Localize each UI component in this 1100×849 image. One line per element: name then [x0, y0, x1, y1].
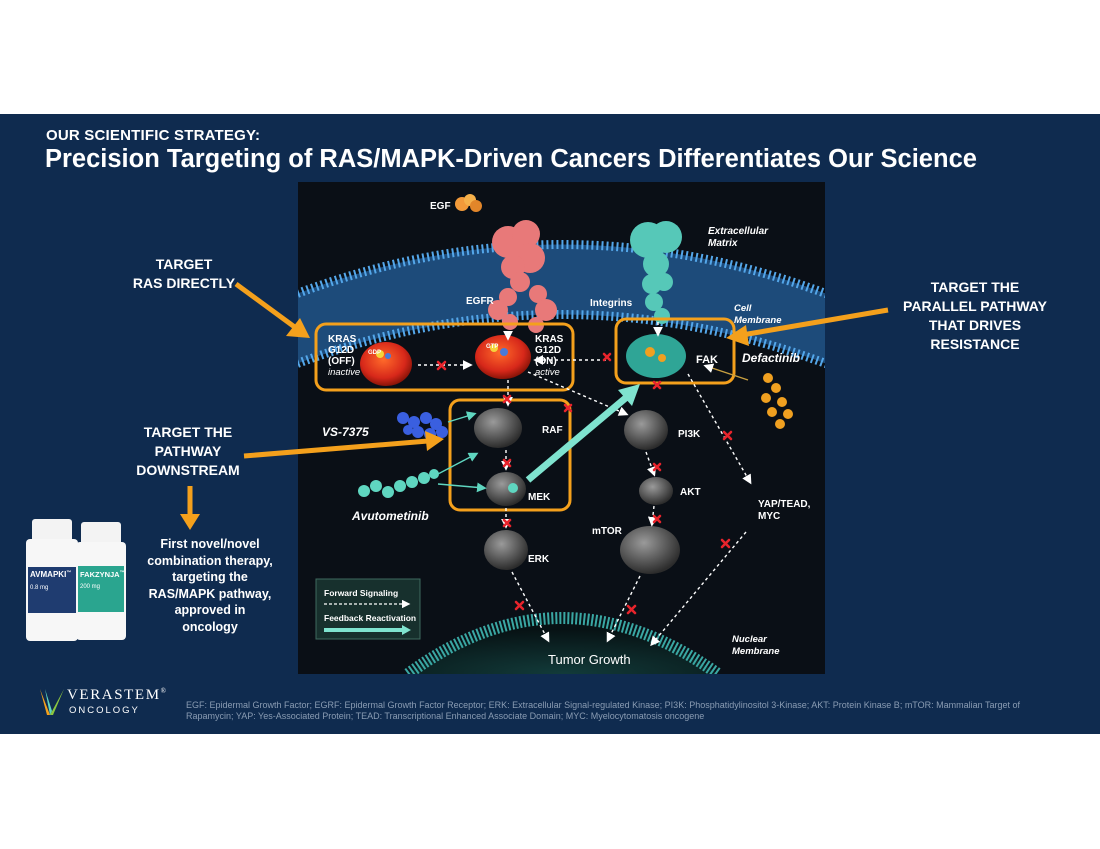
vs7375-molecule — [397, 412, 448, 440]
callout-downstream-line3: DOWNSTREAM — [136, 462, 240, 478]
yap-label-line2: MYC — [758, 511, 780, 522]
legend-forward-label: Forward Signaling — [324, 588, 398, 598]
logo-subtitle: ONCOLOGY — [69, 705, 140, 716]
logo-wordmark: VERASTEM® — [67, 687, 168, 704]
kras-off-label-line2: G12D — [328, 345, 354, 356]
kras-off-protein — [360, 342, 412, 386]
yap-label-line1: YAP/TEAD, — [758, 499, 811, 510]
slide-title: Precision Targeting of RAS/MAPK-Driven C… — [45, 145, 977, 173]
kras-target-box — [314, 322, 575, 392]
callout-downstream-line2: PATHWAY — [154, 443, 222, 459]
mek-protein — [486, 472, 526, 506]
nuclear-membrane-label-line1: Nuclear — [732, 634, 768, 645]
kras-on-label-line2: G12D — [535, 345, 561, 356]
cell-membrane-label-line1: Cell — [734, 303, 752, 314]
pi3k-protein — [624, 410, 668, 450]
drug-action-arrows — [437, 363, 749, 493]
fakzynja-bottle: FAKZYNJA™ 200 mg — [76, 522, 126, 640]
fak-protein — [626, 334, 686, 378]
callout-parallel-line1: TARGET THE — [930, 279, 1020, 295]
fakzynja-name-text: FAKZYNJA — [80, 570, 120, 579]
callout-parallel-line3: THAT DRIVES — [928, 317, 1022, 333]
gdp-label: GDP — [368, 350, 381, 356]
slide: OUR SCIENTIFIC STRATEGY: Precision Targe… — [0, 114, 1100, 734]
callout-parallel-line2: PARALLEL PATHWAY — [903, 298, 1047, 314]
callout-ras-line2: RAS DIRECTLY — [132, 275, 236, 291]
avmapki-name-text: AVMAPKI — [30, 570, 67, 579]
tumor-growth-label: Tumor Growth — [548, 652, 631, 667]
callout-target-ras: TARGET RAS DIRECTLY — [120, 255, 248, 293]
avmapki-name: AVMAPKI™ — [30, 570, 71, 579]
therapy-line1: First novel/novel — [160, 537, 260, 551]
logo-reg: ® — [160, 687, 168, 695]
raf-protein — [474, 408, 522, 448]
kras-on-label-line3: (ON) — [535, 356, 557, 367]
legend: Forward Signaling Feedback Reactivation — [315, 578, 421, 640]
raf-label: RAF — [542, 425, 563, 436]
erk-protein — [484, 530, 528, 570]
mtor-protein — [620, 526, 680, 574]
kras-on-protein — [475, 335, 531, 379]
kras-on-state: active — [535, 367, 560, 378]
avmapki-dose: 0.8 mg — [30, 585, 49, 591]
fak-label: FAK — [696, 354, 718, 366]
ecm-label-line1: Extracellular — [708, 226, 769, 237]
gtp-label: GTP — [486, 344, 498, 350]
kras-off-label-line3: (OFF) — [328, 356, 355, 367]
therapy-line5: approved in — [174, 603, 246, 617]
kras-off-label-line1: KRAS — [328, 334, 357, 345]
avmapki-bottle: AVMAPKI™ 0.8 mg — [26, 519, 78, 641]
slide-kicker: OUR SCIENTIFIC STRATEGY: — [46, 127, 261, 144]
callout-target-parallel: TARGET THE PARALLEL PATHWAY THAT DRIVES … — [880, 278, 1070, 354]
fakzynja-tm: ™ — [119, 570, 125, 576]
callout-parallel-line4: RESISTANCE — [930, 336, 1020, 352]
pathway-diagram: EGF Extracellular Matrix EGFR Integrins … — [298, 182, 825, 674]
therapy-line6: oncology — [182, 619, 238, 634]
inhibition-marks — [436, 352, 733, 615]
egf-protein — [455, 194, 482, 212]
legend-feedback-label: Feedback Reactivation — [324, 613, 416, 623]
mek-label: MEK — [528, 492, 551, 503]
avmapki-tm: ™ — [66, 570, 72, 576]
therapy-line2: combination therapy, — [147, 553, 273, 568]
feedback-reactivation-arrow — [525, 384, 640, 483]
nuclear-membrane — [404, 612, 722, 674]
vs7375-label: VS-7375 — [322, 425, 369, 439]
therapy-note: First novel/novel combination therapy, t… — [132, 536, 288, 635]
kras-on-label-line1: KRAS — [535, 334, 564, 345]
therapy-line4: RAS/MAPK pathway, — [148, 586, 272, 601]
mtor-label: mTOR — [592, 526, 623, 537]
integrins-label: Integrins — [590, 298, 633, 309]
abbreviations-footnote: EGF: Epidermal Growth Factor; EGRF: Epid… — [186, 700, 1021, 721]
callout-arrows — [180, 281, 889, 530]
akt-label: AKT — [680, 487, 701, 498]
ecm-label-line2: Matrix — [708, 238, 738, 249]
callout-ras-line1: TARGET — [155, 256, 213, 272]
integrin-receptor — [630, 221, 682, 324]
avutometinib-molecule — [358, 469, 439, 498]
kras-off-state: inactive — [328, 367, 360, 378]
egf-label: EGF — [430, 201, 451, 212]
pi3k-label: PI3K — [678, 429, 701, 440]
nuclear-membrane-label-line2: Membrane — [732, 646, 780, 657]
akt-protein — [639, 477, 673, 505]
cell-membrane-label-line2: Membrane — [734, 315, 782, 326]
egfr-label: EGFR — [466, 296, 495, 307]
fak-target-box — [614, 317, 736, 385]
avutometinib-label: Avutometinib — [351, 509, 429, 523]
erk-label: ERK — [528, 554, 550, 565]
verastem-logo-icon — [40, 689, 64, 715]
fakzynja-dose: 200 mg — [80, 584, 101, 590]
cell-membrane — [298, 240, 825, 369]
therapy-line3: targeting the — [172, 570, 248, 584]
defactinib-molecule — [761, 373, 793, 429]
fakzynja-name: FAKZYNJA™ — [80, 570, 125, 579]
callout-downstream-line1: TARGET THE — [143, 424, 233, 440]
logo-word: VERASTEM — [67, 687, 161, 703]
callout-target-downstream: TARGET THE PATHWAY DOWNSTREAM — [118, 423, 258, 480]
egfr-receptor — [488, 220, 557, 333]
defactinib-label: Defactinib — [742, 351, 800, 365]
